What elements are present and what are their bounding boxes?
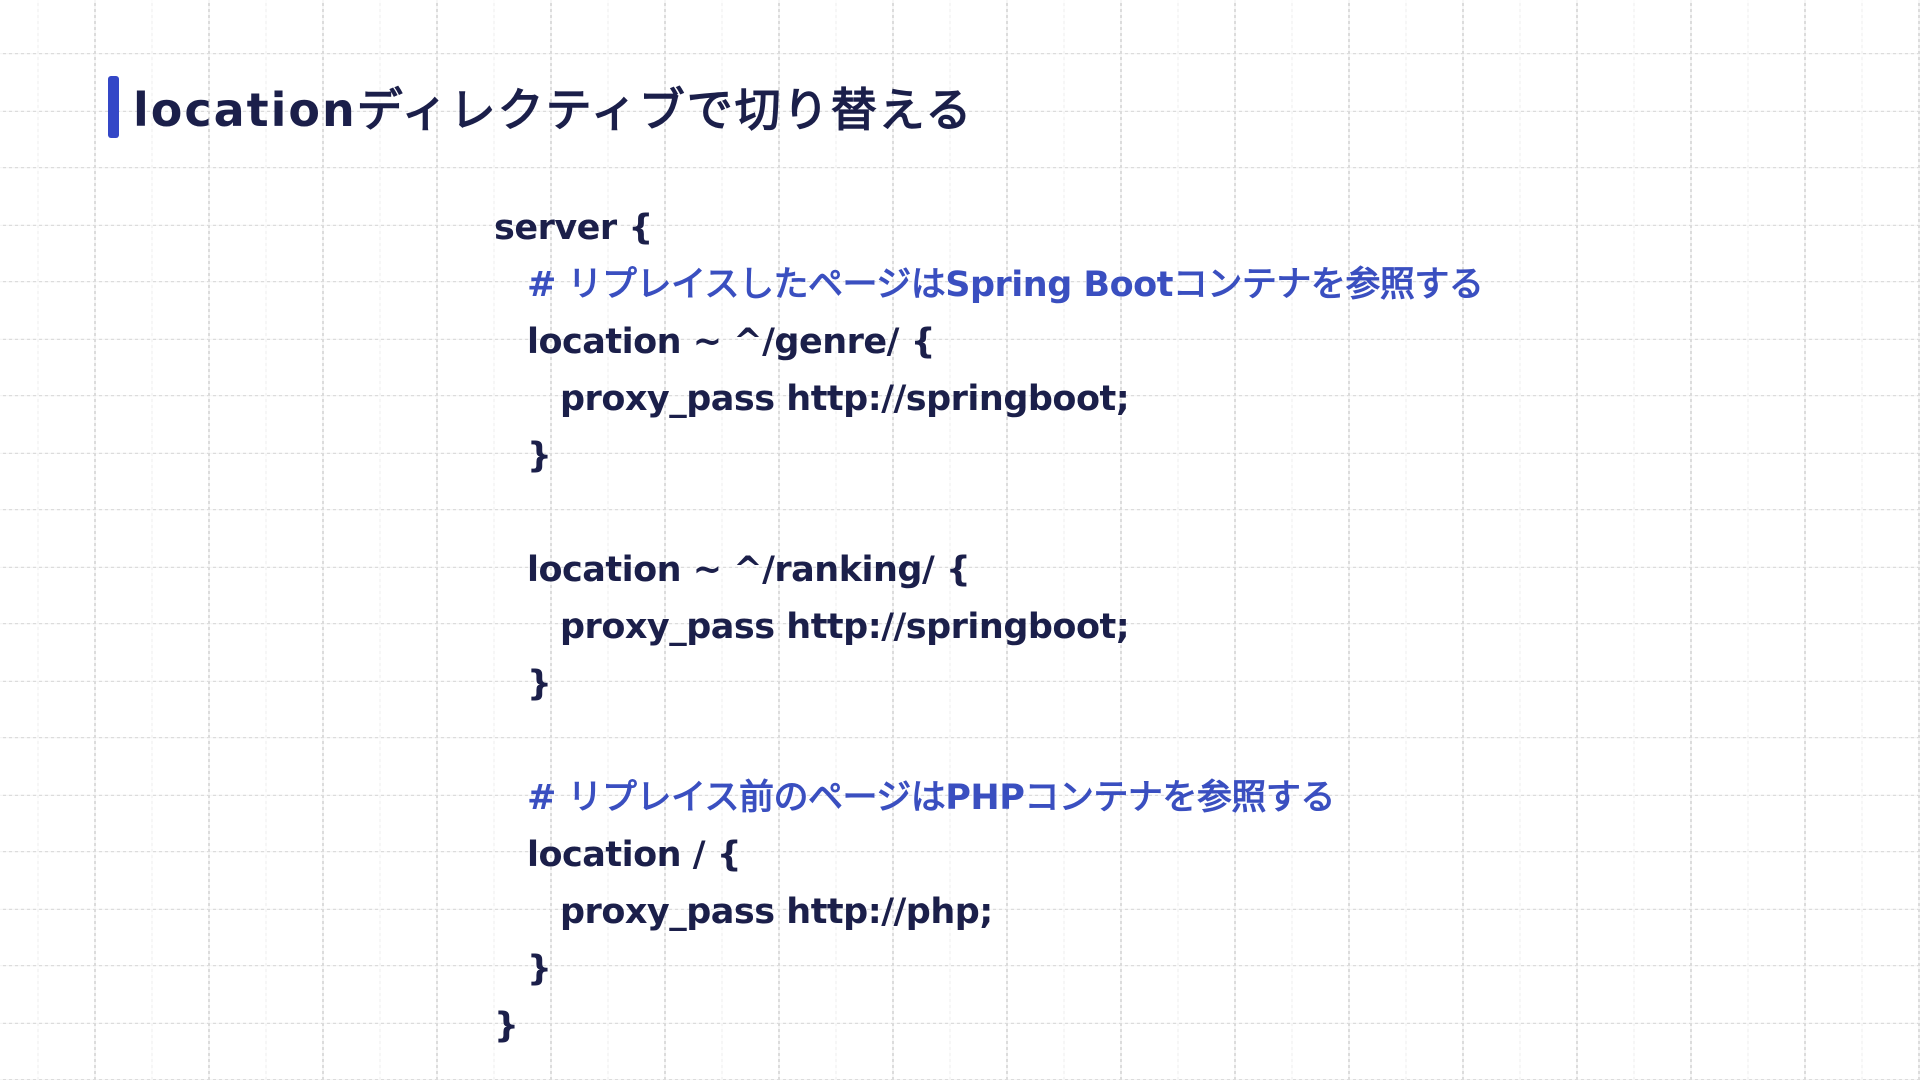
code-blank-line: [494, 485, 1483, 542]
code-line: proxy_pass http://php;: [560, 892, 993, 932]
code-line: }: [527, 664, 552, 704]
slide-header: locationディレクティブで切り替える: [108, 76, 973, 138]
code-line: proxy_pass http://springboot;: [560, 607, 1130, 647]
code-line: proxy_pass http://springboot;: [560, 379, 1130, 419]
title-accent-bar: [108, 76, 119, 138]
slide-title: locationディレクティブで切り替える: [133, 83, 974, 137]
code-line: location ~ ^/ranking/ {: [527, 550, 971, 590]
code-line: }: [527, 949, 552, 989]
code-block: server { # リプレイスしたページはSpring Bootコンテナを参照…: [494, 200, 1484, 1055]
code-line: }: [527, 436, 552, 476]
code-line: server {: [494, 208, 653, 248]
code-blank-line: [494, 713, 1483, 770]
code-line: location / {: [527, 835, 742, 875]
code-line: location ~ ^/genre/ {: [527, 322, 936, 362]
code-line: }: [494, 1006, 519, 1046]
code-comment: # リプレイスしたページはSpring Bootコンテナを参照する: [527, 265, 1484, 305]
code-comment: # リプレイス前のページはPHPコンテナを参照する: [527, 778, 1335, 818]
